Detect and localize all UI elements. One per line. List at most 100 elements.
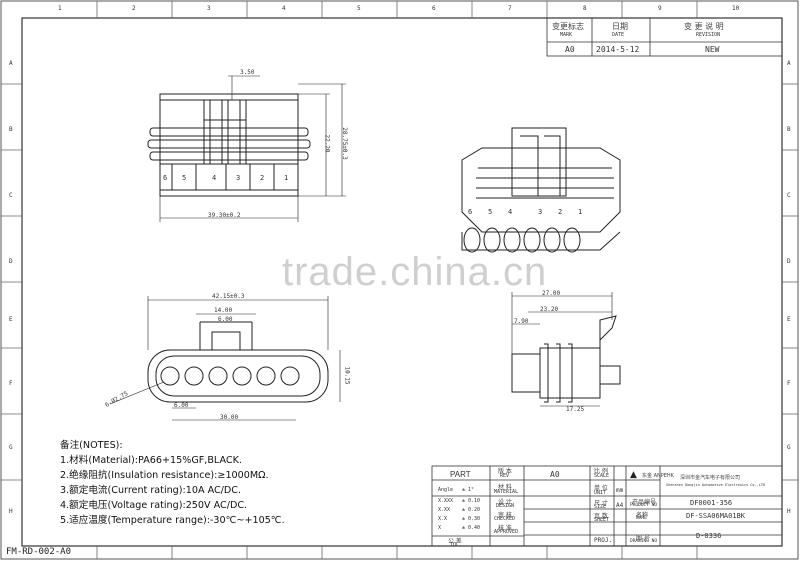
dim-width: 39.30±0.2 [208, 212, 241, 219]
size-en: SIZE [594, 504, 607, 510]
col-label: 7 [508, 5, 512, 12]
pin-number: 3 [236, 174, 241, 182]
pin-number: 2 [260, 174, 265, 182]
row-label: H [9, 508, 13, 515]
row-label: E [787, 316, 791, 323]
scale-cn: 比 例 [594, 468, 608, 475]
col-label: 6 [432, 5, 436, 12]
dim-h1: 22.20 [323, 134, 331, 153]
dim-d14: 14.00 [214, 307, 233, 314]
tol-label: X.X [438, 516, 448, 522]
rev-date-en: DATE [612, 32, 625, 38]
col-label: 9 [658, 5, 662, 12]
rev-desc-en: REVISION [696, 32, 721, 38]
version-cn: 版 本 [498, 468, 512, 475]
tol-value: ± 0.30 [462, 516, 481, 522]
dim-d30: 30.00 [220, 414, 239, 421]
col-label: 1 [58, 5, 62, 12]
form-code: FM-RD-002-A0 [6, 547, 72, 557]
rev-mark-cn: 变更标志 [552, 22, 584, 31]
row-label: C [9, 192, 13, 199]
tol-value: ± 0.40 [462, 525, 481, 531]
pin-number: 4 [212, 174, 217, 182]
name-cn: 名称 [636, 512, 649, 519]
top-view-drawing [147, 75, 346, 222]
product-no-value: DF0001-356 [690, 499, 733, 507]
row-label: A [787, 60, 791, 67]
brand-name: 东金 ANPEHK [642, 473, 674, 479]
rev-date-value: 2014-5-12 [596, 45, 640, 54]
tol-value: ± 0.20 [462, 507, 481, 513]
sheet-cn: 页 数 [594, 513, 608, 520]
dim-d17: 17.25 [566, 406, 585, 413]
row-label: G [787, 444, 791, 451]
row-label: F [787, 380, 791, 387]
proj-label: PROJ. [594, 537, 613, 544]
iso-pin-number: 2 [558, 208, 563, 216]
tol-label-en: TOL. [450, 542, 463, 548]
rev-desc-cn: 变 更 说 明 [684, 22, 724, 31]
note-item: 3.额定电流(Current rating):10A AC/DC. [60, 485, 242, 496]
pin-number: 5 [182, 174, 187, 182]
version-value: A0 [550, 470, 560, 479]
name-en: NAME [636, 516, 647, 521]
row-label: H [787, 508, 791, 515]
unit-cn: 单 位 [594, 485, 608, 492]
iso-pin-number: 6 [468, 208, 473, 216]
row-label: E [9, 316, 13, 323]
unit-value: mm [616, 487, 624, 494]
tol-label: X.XXX [438, 498, 454, 504]
side-view-drawing [511, 292, 621, 407]
size-cn: 尺 寸 [594, 500, 608, 507]
design-cn: 设 计 [498, 499, 512, 506]
col-label: 3 [207, 5, 211, 12]
company-en: Shenzhen Dongjin Automotive Electronics … [666, 483, 766, 487]
rev-date-cn: 日期 [612, 22, 628, 31]
row-label: C [787, 192, 791, 199]
drawing-no-value: D-0336 [696, 532, 722, 540]
rev-desc-value: NEW [705, 45, 720, 54]
note-item: 5.适应温度(Temperature range):-30℃~+105℃. [60, 515, 285, 526]
material-en: MATERIAL [494, 489, 519, 495]
dim-d23: 23.20 [540, 306, 559, 313]
tol-label-cn: 公 差 [448, 538, 462, 545]
note-item: 4.额定电压(Voltage rating):250V AC/DC. [60, 500, 248, 511]
name-value: DF-SSA06MA01BK [686, 512, 746, 520]
iso-pin-number: 3 [538, 208, 543, 216]
col-label: 8 [583, 5, 587, 12]
rev-mark-en: MARK [560, 32, 573, 38]
dim-top: 3.50 [240, 69, 255, 76]
scale-en: SCALE [594, 473, 610, 479]
note-item: 1.材料(Material):PA66+15%GF,BLACK. [60, 455, 242, 466]
row-label: A [9, 60, 13, 67]
check-en: CHECKED [494, 516, 516, 522]
row-label: F [9, 380, 13, 387]
row-label: D [787, 258, 791, 265]
unit-en: UNIT [594, 490, 607, 496]
material-cn: 材 料 [498, 484, 512, 491]
dim-d7: 7.90 [514, 318, 529, 325]
design-en: DESIGN [496, 503, 515, 509]
notes-block: 备注(NOTES): 1.材料(Material):PA66+15%GF,BLA… [60, 438, 285, 528]
brand-logo-icon: ▲ [630, 470, 637, 480]
rev-mark-value: A0 [565, 45, 575, 54]
col-label: 5 [357, 5, 361, 12]
row-label: B [9, 126, 13, 133]
watermark: trade.china.cn [282, 250, 548, 294]
pin-number: 6 [163, 174, 168, 182]
dim-d6b: 6.00 [174, 402, 189, 409]
tol-label: X.XX [438, 507, 451, 513]
title-block-frame [431, 465, 783, 547]
tol-value: ± 0.10 [462, 498, 481, 504]
approve-en: APPROVED [494, 529, 519, 535]
drawing-no-en: DRAWING NO [630, 539, 658, 544]
tol-label: X [438, 525, 442, 531]
row-label: D [9, 258, 13, 265]
front-view-drawing [109, 296, 341, 421]
dim-d27: 27.00 [542, 290, 561, 297]
size-value: A4 [616, 502, 624, 509]
angle-value: ± 1° [462, 487, 475, 493]
company-cn: 深圳市金汽车电子有限公司 [680, 475, 741, 481]
iso-pin-number: 5 [488, 208, 493, 216]
